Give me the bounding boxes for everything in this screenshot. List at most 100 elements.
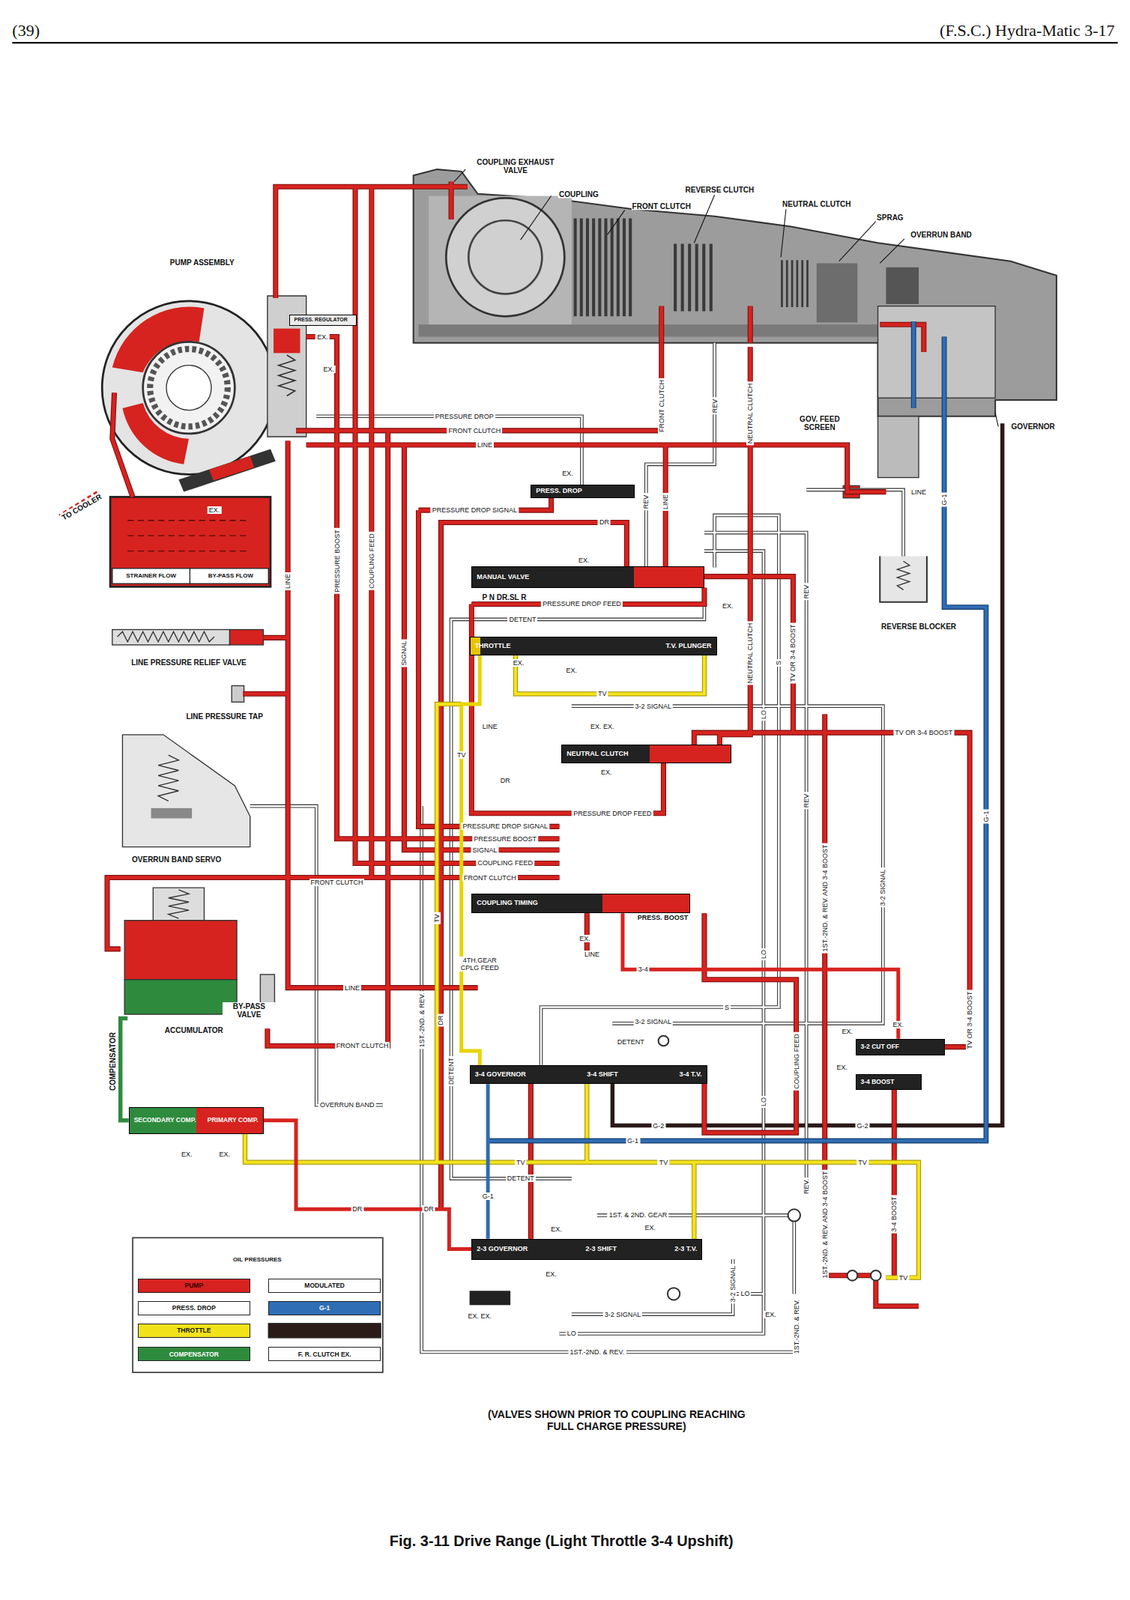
connector-label: 3-4 (636, 965, 650, 974)
passage-label: TV OR 3-4 BOOST (893, 729, 954, 737)
pump (143, 341, 236, 434)
legend-swatch: COMPENSATOR (137, 1347, 251, 1362)
passage-label: TV (897, 1274, 910, 1283)
sump (112, 568, 269, 584)
part-callout: TO COOLER (59, 492, 105, 523)
pump (149, 349, 228, 428)
part-callout: P N DR.SL R (481, 592, 527, 601)
passage-label: DR (597, 518, 611, 527)
passage-label: OIL PRESSURES (232, 1256, 283, 1264)
passage-label: 1ST.-2ND. & REV. (418, 992, 426, 1050)
check-balls (870, 1270, 882, 1282)
passage-label: LINE (475, 441, 494, 449)
sump (110, 496, 271, 587)
legend-swatch: MODULATED (268, 1279, 381, 1294)
passage-label: 3-2 SIGNAL (633, 1018, 674, 1026)
passage-label: LINE (582, 950, 601, 959)
passage-label: NEUTRAL CLUTCH (746, 621, 754, 685)
valve-label: PRESS. REGULATOR (294, 316, 348, 323)
leader-lines (454, 169, 999, 427)
relief-valve (230, 630, 264, 646)
passage-label: EX. (560, 469, 575, 478)
part-callout: LINE PRESSURE TAP (185, 712, 264, 721)
passage-label: EX. EX. (466, 1312, 494, 1321)
passage-label: REV. (802, 1177, 811, 1196)
legend-swatch: G-1 (268, 1301, 381, 1316)
passage-label: REV (711, 397, 719, 416)
valve-label: COUPLING TIMING (476, 899, 539, 908)
r-out (107, 181, 970, 1307)
legend-text: PUMP (185, 1282, 204, 1290)
pump (178, 448, 276, 492)
accumulator (124, 887, 275, 1015)
passage-label: PRESSURE DROP FEED (541, 600, 622, 608)
passage-label: EX. (179, 1150, 195, 1159)
leader-lines (879, 239, 905, 264)
passage-label: 3-2 SIGNAL (633, 702, 674, 711)
passage-label: EX. (217, 1150, 232, 1159)
passage-label: LO (565, 1330, 578, 1338)
valve-label: 3-2 CUT OFF (860, 1043, 900, 1051)
passage-label: 3-2 SIGNAL (603, 1311, 643, 1319)
passage-label: S (723, 1004, 731, 1012)
check-balls (788, 1209, 801, 1222)
valve-label: MANUAL VALVE (476, 573, 530, 582)
part-callout: GOVERNOR (1010, 422, 1056, 431)
passage-label: DETENT (447, 1056, 455, 1087)
legend-text: F. R. CLUTCH EX. (298, 1351, 352, 1359)
servo (151, 808, 192, 820)
leader-lines (995, 413, 999, 428)
part-callout: REVERSE BLOCKER (880, 622, 957, 631)
coupling-torus (468, 220, 542, 294)
valve-body: PRESS. REGULATOR (289, 314, 357, 326)
passage-label: LO (759, 948, 768, 961)
pump (101, 301, 276, 476)
valve-label: 3-4 BOOST (860, 1079, 895, 1086)
passage-label: PRESSURE DROP (433, 412, 496, 421)
connector-label: DR (350, 1205, 364, 1214)
pump (59, 295, 307, 516)
passage-label: COUPLING FEED (476, 859, 536, 867)
figure-caption: Fig. 3-11 Drive Range (Light Throttle 3-… (388, 1532, 736, 1550)
passage-label: TV (856, 1159, 869, 1167)
passage-label: LINE (661, 493, 670, 512)
passage-label: FRONT CLUTCH (309, 878, 365, 887)
passage-label: TV (657, 1159, 670, 1167)
header-rule (11, 41, 1118, 44)
passage-label: EX. (207, 506, 222, 515)
passage-label: EX. (544, 1270, 559, 1279)
valve-label: 3-4 SHIFT (586, 1071, 619, 1080)
passage-label: COUPLING FEED (367, 532, 376, 591)
leader-lines (839, 221, 876, 262)
valve-label: T.V. PLUNGER (665, 642, 712, 651)
w-out (250, 343, 904, 1353)
leader-lines (780, 209, 787, 258)
passage-label: (VALVES SHOWN PRIOR TO COUPLING REACHING… (478, 1408, 755, 1433)
passage-label: DR (436, 1014, 445, 1028)
passage-label: G-1 (940, 493, 948, 508)
passage-label: LO (759, 1096, 768, 1109)
passage-label: LINE (481, 723, 500, 731)
coupling (445, 197, 565, 317)
passage-label: EX. (315, 333, 330, 341)
valve-body: 3-4 BOOST (855, 1074, 922, 1091)
valve-body: COUPLING TIMINGPRESS. BOOST (471, 893, 691, 914)
relief-valve (112, 630, 231, 646)
passage-label: EX. (763, 1311, 778, 1319)
passage-label: PRESSURE BOOST (333, 528, 341, 595)
valve-label: PRIMARY COMP. (207, 1117, 259, 1125)
passage-label: REV (642, 493, 650, 512)
pump (273, 328, 300, 354)
reverse-blocker (896, 561, 909, 590)
connector-label: G-1 (481, 1192, 496, 1201)
valve-body: MANUAL VALVE (471, 566, 705, 589)
legend-text: G-1 (319, 1304, 330, 1313)
part-callout: COUPLING EXHAUST VALVE (466, 158, 565, 175)
part-callout: FRONT CLUTCH (631, 202, 692, 211)
y-out (245, 655, 919, 1279)
legend-text: PRESS. DROP (172, 1304, 216, 1313)
passage-label: EX. (576, 556, 592, 565)
valve-body: 3-4 GOVERNOR3-4 SHIFT3-4 T.V. (469, 1065, 708, 1085)
passage-label: COUPLING FEED (792, 1032, 801, 1092)
reverse-blocker (879, 556, 927, 602)
